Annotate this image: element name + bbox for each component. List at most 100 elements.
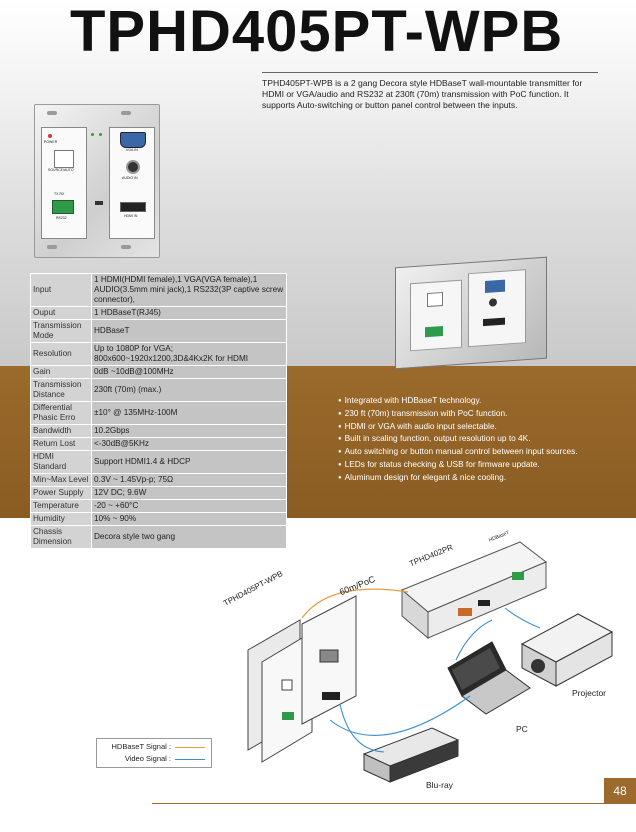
spec-key: Ouput — [30, 306, 92, 320]
hdmi-port-icon — [483, 317, 505, 327]
projector-lens-icon — [531, 659, 545, 673]
audio-jack-icon — [489, 298, 497, 307]
spec-value: 0dB ~10dB@100MHz — [91, 365, 287, 379]
source-button — [427, 291, 443, 308]
pc-label: PC — [516, 724, 528, 734]
usb-port-icon — [95, 201, 103, 205]
footer-rule — [152, 803, 604, 804]
spec-row: Temperature-20 ~ +60°C — [30, 499, 287, 513]
tx-hdmi-port-icon — [322, 692, 340, 700]
connection-diagram — [247, 541, 614, 783]
rj45-port-icon — [458, 608, 472, 616]
product-front-photo: POWER SOURCE/AUTO TX RX RS232 VGA IN AUD… — [34, 104, 160, 258]
spec-key: Differential Phasic Erro — [30, 401, 92, 425]
receiver-device — [401, 541, 547, 640]
vga-port-icon — [120, 132, 146, 148]
transmitter-device — [247, 595, 357, 763]
projector-label: Projector — [572, 688, 607, 698]
screw-icon — [121, 111, 131, 115]
spec-value: <-30dB@5KHz — [91, 437, 287, 451]
product-angled-photo — [395, 256, 547, 370]
screw-icon — [47, 111, 57, 115]
legend-hdbaset-label: HDBaseT Signal : — [111, 742, 171, 751]
feature-item: Built in scaling function, output resolu… — [338, 433, 628, 446]
rs232-terminal-icon — [425, 325, 443, 338]
power-label: POWER — [44, 140, 58, 144]
middle-leds — [89, 127, 107, 237]
tx-vga-port-icon — [319, 649, 339, 663]
audio-jack-icon — [126, 160, 140, 174]
left-plate: POWER SOURCE/AUTO TX RX RS232 — [41, 127, 87, 239]
feature-item: HDMI or VGA with audio input selectable. — [338, 421, 628, 434]
feature-item: Auto switching or button manual control … — [338, 446, 628, 459]
video-cable-pc-tx — [329, 695, 471, 736]
video-cable-bluray — [339, 703, 385, 753]
spec-row: Return Lost<-30dB@5KHz — [30, 437, 287, 451]
spec-key: HDMI Standard — [30, 450, 92, 474]
rs232-terminal-icon — [52, 200, 74, 214]
spec-value: Support HDMI1.4 & HDCP — [91, 450, 287, 474]
spec-key: Chassis Dimension — [30, 525, 92, 549]
feature-item: LEDs for status checking & USB for firmw… — [338, 459, 628, 472]
feature-item: Aluminum design for elegant & nice cooli… — [338, 472, 628, 485]
rs232-label: RS232 — [56, 216, 67, 220]
spec-value: Decora style two gang — [91, 525, 287, 549]
hdmi-port-icon — [120, 202, 146, 212]
spec-key: Power Supply — [30, 486, 92, 500]
angled-right-plate — [468, 269, 526, 348]
legend-video-line — [175, 759, 205, 760]
spec-value: HDBaseT — [91, 319, 287, 343]
audio-in-label: AUDIO IN — [122, 176, 138, 180]
spec-key: Temperature — [30, 499, 92, 513]
feature-item: 230 ft (70m) transmission with PoC funct… — [338, 408, 628, 421]
video-cable-pc — [455, 619, 493, 661]
legend-video-label: Video Signal : — [124, 754, 171, 763]
bluray-device — [362, 727, 460, 783]
spec-value: 1 HDMI(HDMI female),1 VGA(VGA female),1 … — [91, 273, 287, 307]
spec-value: 10.2Gbps — [91, 424, 287, 438]
spec-key: Transmission Distance — [30, 378, 92, 402]
title-divider — [262, 72, 598, 73]
spec-key: Return Lost — [30, 437, 92, 451]
tx-button-icon — [281, 679, 293, 691]
spec-key: Min~Max Level — [30, 473, 92, 487]
angled-left-plate — [410, 279, 462, 352]
bluray-label: Blu-ray — [426, 780, 453, 790]
spec-key: Bandwidth — [30, 424, 92, 438]
power-led-icon — [48, 134, 52, 138]
right-plate: VGA IN AUDIO IN HDMI IN — [109, 127, 155, 239]
signal-legend: HDBaseT Signal : Video Signal : — [96, 738, 212, 768]
tx-terminal-icon — [282, 712, 294, 720]
source-button — [54, 150, 74, 168]
rx-terminal-icon — [512, 572, 524, 580]
product-description: TPHD405PT-WPB is a 2 gang Decora style H… — [262, 78, 583, 110]
vga-in-label: VGA IN — [126, 148, 138, 152]
page-title: TPHD405PT-WPB — [70, 0, 564, 64]
pc-device — [447, 641, 531, 715]
feature-item: Integrated with HDBaseT technology. — [338, 395, 628, 408]
status-led-icon — [91, 133, 94, 136]
spec-row: Differential Phasic Erro±10° @ 135MHz-10… — [30, 401, 287, 425]
spec-key: Gain — [30, 365, 92, 379]
video-cable-projector — [504, 607, 541, 629]
spec-value: 0.3V ~ 1.45Vp-p; 75Ω — [91, 473, 287, 487]
spec-value: 230ft (70m) (max.) — [91, 378, 287, 402]
projector-device — [520, 613, 614, 687]
hdbaset-cable-line — [301, 588, 409, 619]
rx-hdmi-port-icon — [478, 600, 490, 606]
legend-hdbaset-line — [175, 747, 205, 748]
source-label: SOURCE/AUTO — [48, 168, 74, 172]
spec-key: Input — [30, 273, 92, 307]
spec-value: -20 ~ +60°C — [91, 499, 287, 513]
page-number: 48 — [604, 778, 636, 804]
spec-value: 1 HDBaseT(RJ45) — [91, 306, 287, 320]
